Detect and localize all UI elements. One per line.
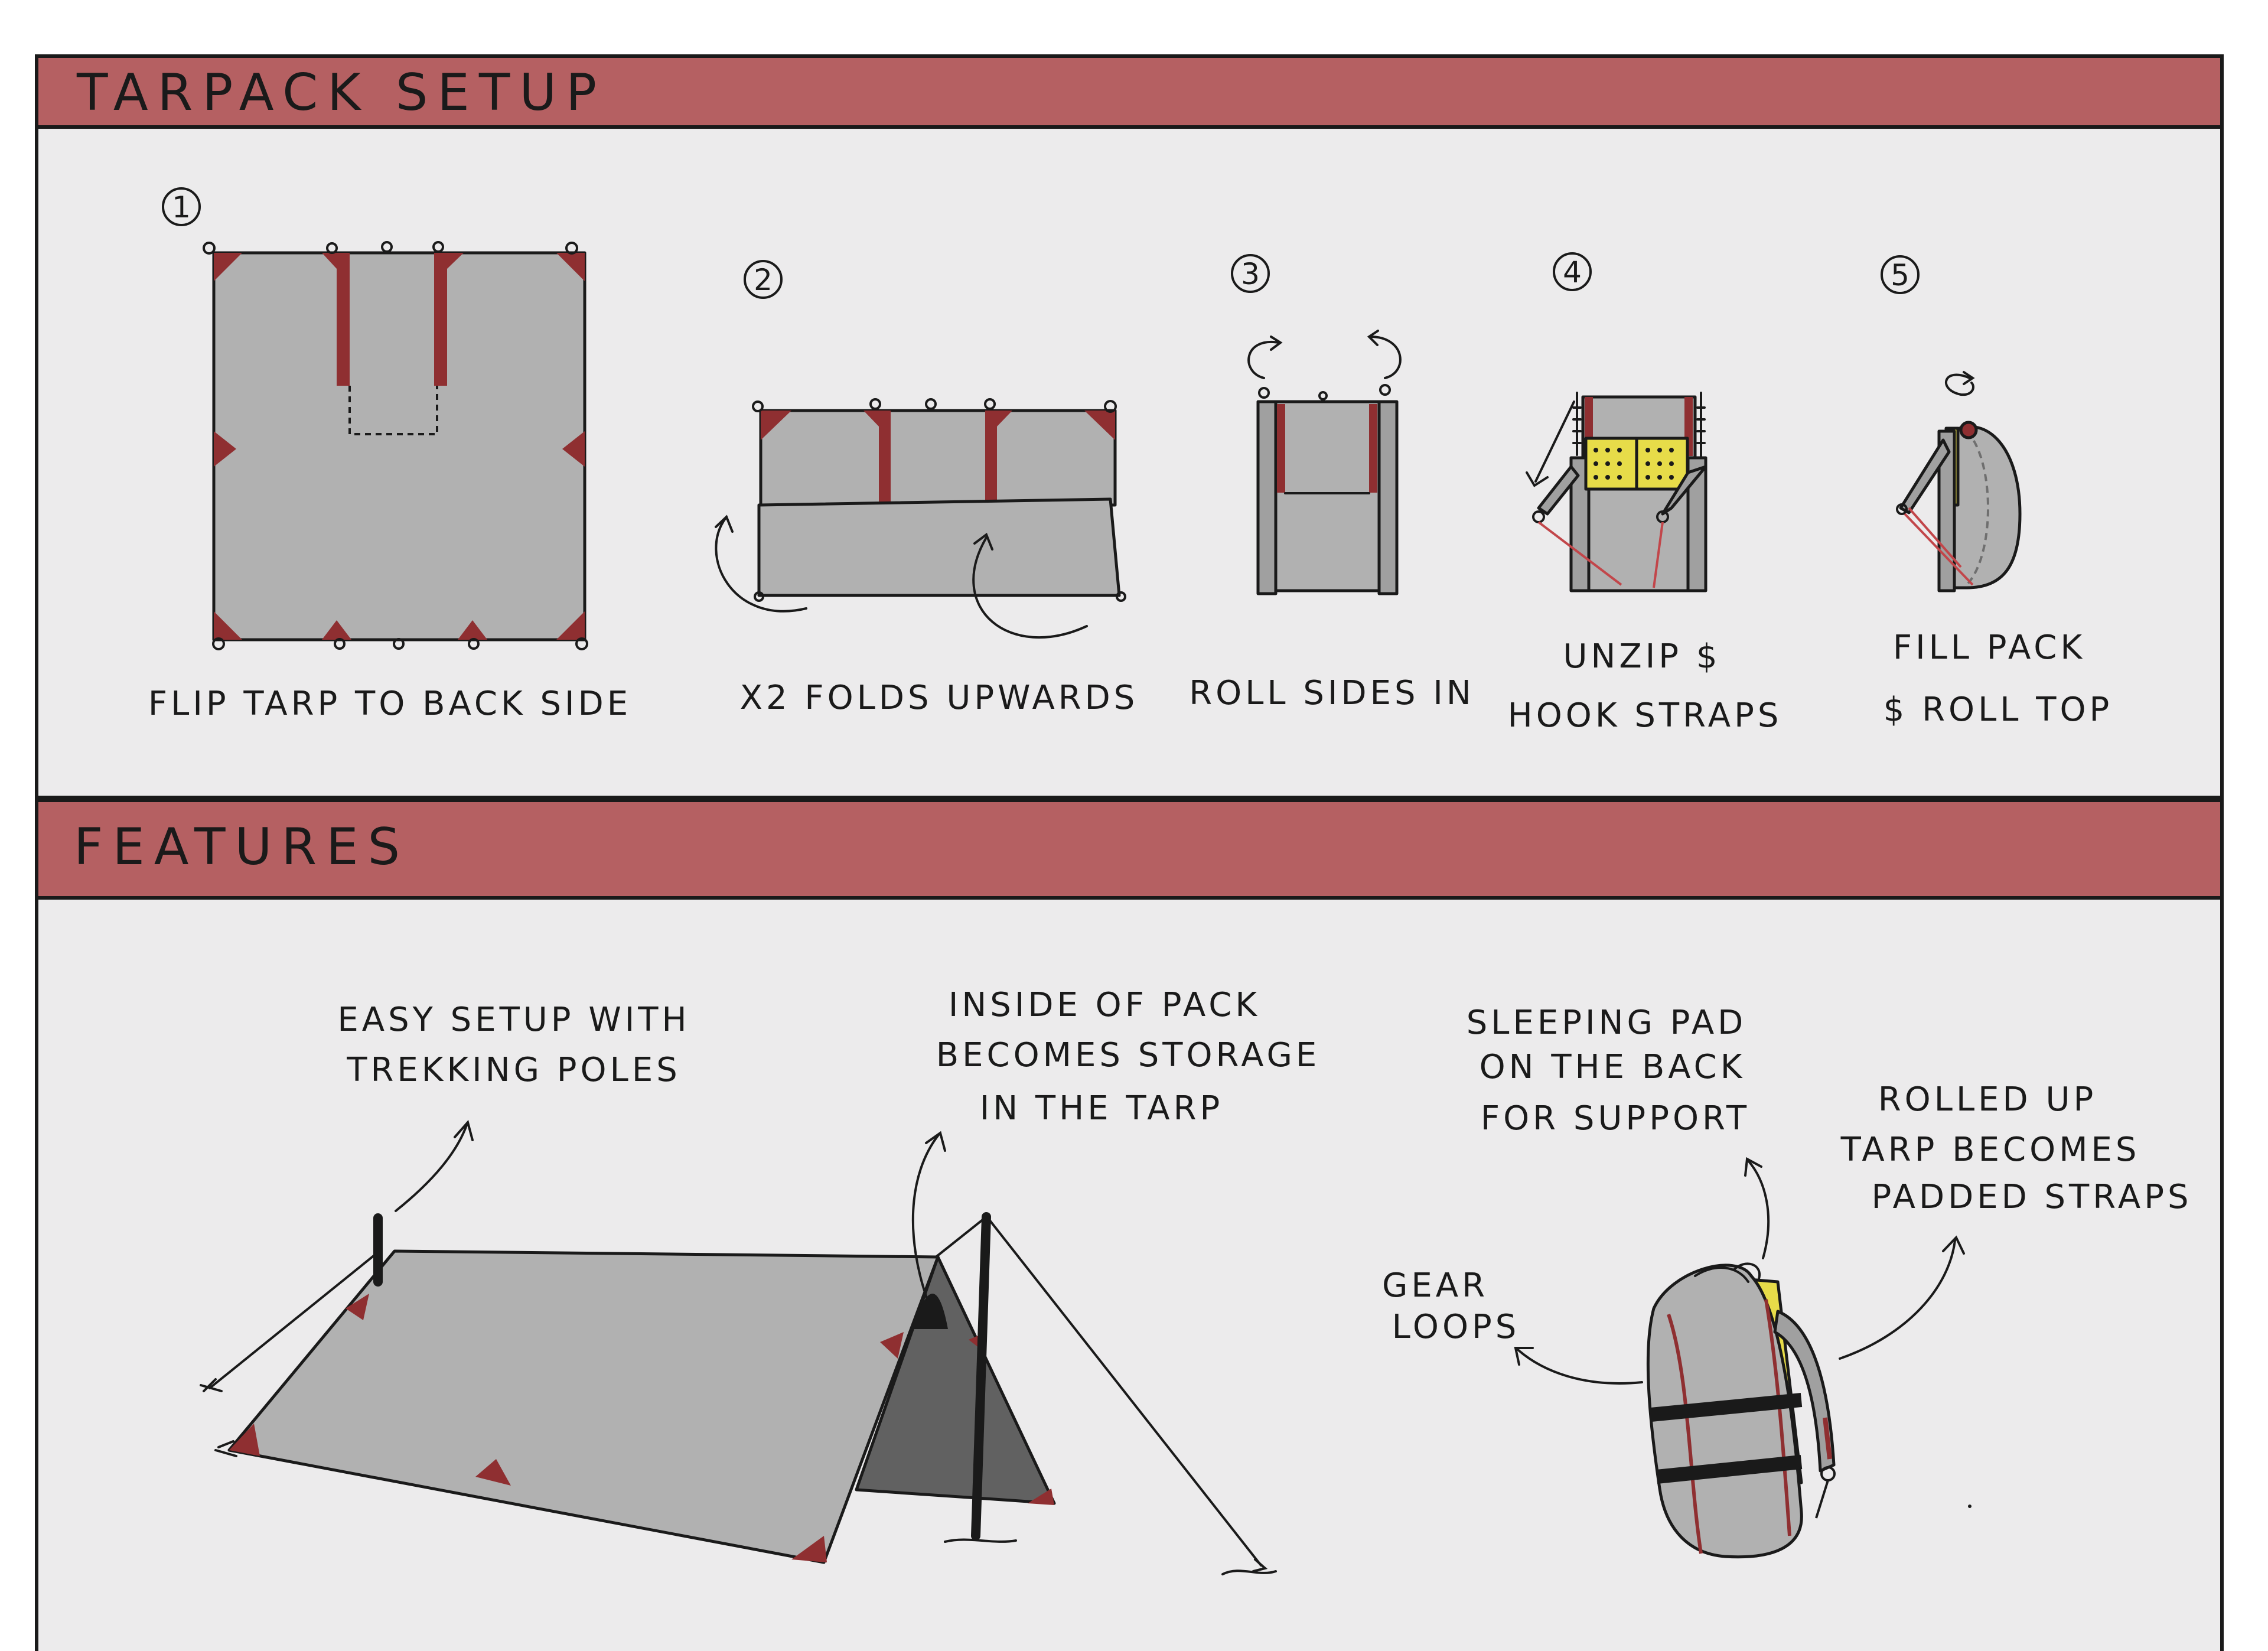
step-3-caption: ROLL SIDES IN — [1189, 674, 1475, 712]
backpack-compression-strap-lower — [1656, 1455, 1803, 1484]
step-4-sleeping-pad — [1584, 437, 1638, 491]
feature-trekking-poles-arrow — [395, 1124, 468, 1212]
step-2: 2 X2 FOLDS UPWARDS — [715, 260, 1139, 717]
step-4-illustration — [1526, 392, 1707, 592]
step-5: 5 FILL PACK $ ROLL TOP — [1881, 255, 2113, 729]
step-1-number-circle — [162, 187, 201, 226]
guy-line-right — [988, 1219, 1262, 1567]
step-1-caption: FLIP TARP TO BACK SIDE — [148, 685, 631, 723]
features-header-band — [35, 799, 2224, 900]
feature-sleeping-pad: SLEEPING PAD ON THE BACK FOR SUPPORT — [1467, 1004, 1770, 1259]
feature-sleeping-pad-arrow — [1747, 1160, 1770, 1259]
feature-sleeping-pad-line-1: SLEEPING PAD — [1467, 1004, 1747, 1042]
step-4: 4 — [1508, 252, 1783, 735]
setup-title: TARPACK SETUP — [76, 63, 606, 122]
step-4-caption-line-2: HOOK STRAPS — [1508, 696, 1783, 735]
step-5-caption-line-1: FILL PACK — [1893, 629, 2085, 667]
tarp-shelter-illustration — [200, 1212, 1277, 1575]
step-3-illustration — [1247, 330, 1402, 595]
step-2-number-circle — [744, 260, 783, 299]
step-2-caption: X2 FOLDS UPWARDS — [740, 679, 1139, 717]
step-3-number: 3 — [1241, 257, 1260, 291]
feature-trekking-poles-line-1: EASY SETUP WITH — [337, 1001, 690, 1039]
step-4-caption-line-1: UNZIP $ — [1563, 637, 1721, 676]
shelter-tarp-roof — [227, 1249, 940, 1564]
features-section: FEATURES — [35, 799, 2224, 1651]
step-3-number-circle — [1231, 254, 1270, 293]
backpack-illustration — [1646, 1262, 1836, 1559]
guy-line-left — [208, 1251, 379, 1389]
trekking-pole-right — [971, 1212, 991, 1541]
feature-storage-arrow — [911, 1133, 940, 1301]
step-1-illustration — [203, 241, 588, 650]
feature-storage: INSIDE OF PACK BECOMES STORAGE IN THE TA… — [911, 986, 1321, 1301]
feature-padded-straps-line-3: PADDED STRAPS — [1871, 1178, 2192, 1216]
feature-padded-straps-arrow — [1839, 1239, 1956, 1360]
step-5-number: 5 — [1891, 258, 1909, 292]
step-3: 3 ROLL SIDES IN — [1189, 254, 1475, 712]
feature-gear-loops-line-2: LOOPS — [1392, 1308, 1520, 1346]
step-5-number-circle — [1881, 255, 1920, 294]
shelter-end-wall — [855, 1255, 1056, 1505]
feature-padded-straps-line-1: ROLLED UP — [1878, 1080, 2097, 1119]
feature-storage-line-3: IN THE TARP — [980, 1089, 1224, 1128]
feature-storage-line-1: INSIDE OF PACK — [949, 986, 1260, 1024]
feature-storage-line-2: BECOMES STORAGE — [936, 1036, 1321, 1074]
step-5-illustration — [1896, 371, 2022, 592]
feature-gear-loops-line-1: GEAR — [1382, 1266, 1488, 1305]
feature-padded-straps: ROLLED UP TARP BECOMES PADDED STRAPS — [1839, 1080, 2192, 1360]
step-5-caption-line-2: $ ROLL TOP — [1884, 691, 2113, 729]
feature-padded-straps-line-2: TARP BECOMES — [1840, 1131, 2140, 1169]
feature-gear-loops-arrow — [1517, 1349, 1643, 1385]
setup-header-band — [35, 54, 2224, 129]
step-2-number: 2 — [754, 263, 773, 297]
feature-trekking-poles: EASY SETUP WITH TREKKING POLES — [337, 1001, 690, 1212]
feature-trekking-poles-line-2: TREKKING POLES — [346, 1051, 681, 1089]
feature-gear-loops: GEAR LOOPS — [1382, 1266, 1643, 1385]
backpack-compression-strap-upper — [1650, 1393, 1803, 1422]
feature-sleeping-pad-line-3: FOR SUPPORT — [1481, 1099, 1750, 1138]
step-1: 1 FLIP TARP TO BAC — [148, 187, 631, 723]
feature-sleeping-pad-line-2: ON THE BACK — [1480, 1048, 1746, 1086]
step-4-number-circle — [1553, 252, 1592, 291]
features-title: FEATURES — [74, 818, 409, 877]
step-4-number: 4 — [1563, 255, 1582, 289]
step-2-illustration — [715, 398, 1126, 639]
step-1-number: 1 — [172, 190, 191, 224]
